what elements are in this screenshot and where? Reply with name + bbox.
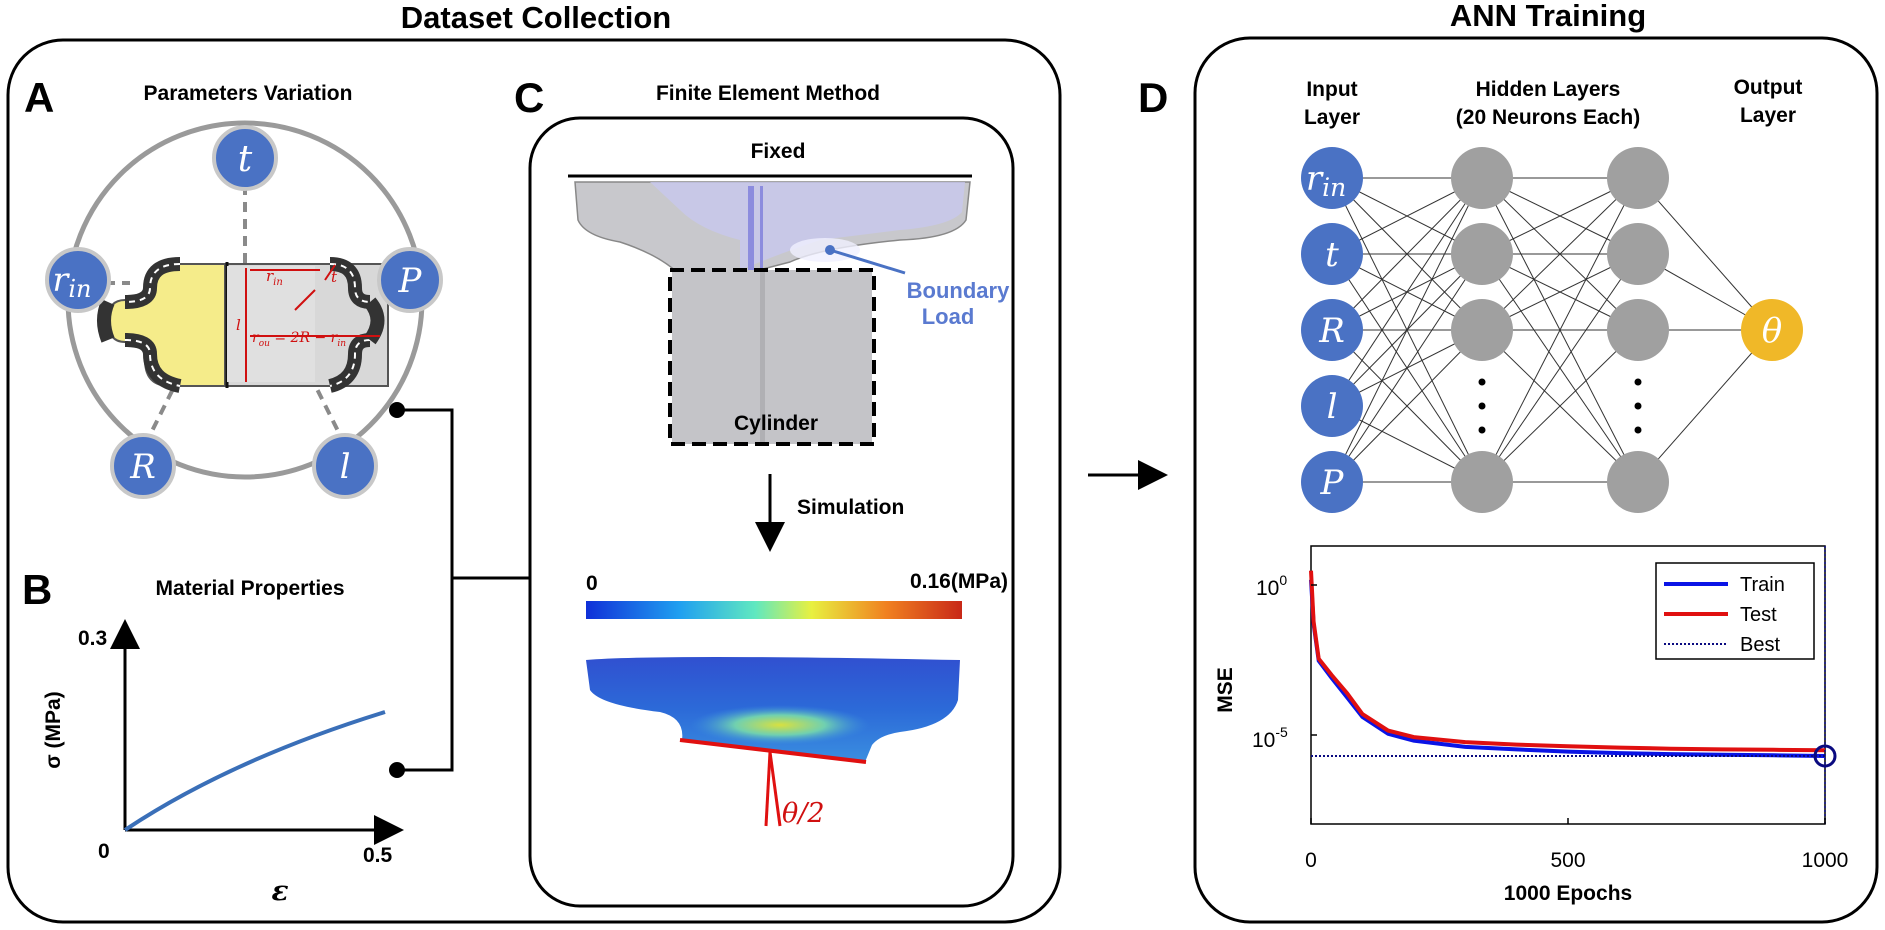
input-node-t: t [1301,223,1363,285]
param-node-r: R [110,433,176,499]
chart-y-label: MSE [1214,667,1237,713]
hidden-node-2-2 [1607,223,1669,285]
ellipsis-dot [1478,378,1486,386]
input-node-label: l [1327,387,1338,427]
svg-text:t: t [238,139,253,180]
actuator-model [574,181,971,446]
angle-label: θ/2 [782,798,825,829]
connector-dot-b [389,762,405,778]
chart-ticks: 0 500 1000 [1305,584,1849,872]
deformed-shape [586,657,960,827]
x-tick-label: 500 [1550,849,1585,872]
chart-legend: Train Test Best [1655,562,1815,660]
b-x-label: ε [271,874,288,907]
hidden-node-2-4 [1607,451,1669,513]
panel-c-title: Finite Element Method [656,82,880,105]
panel-b-label: B [22,566,52,613]
hidden-layers-label-1: Hidden Layers [1476,78,1621,101]
input-node-r-upper: R [1301,299,1363,361]
dim-t: t [331,268,338,286]
ann-connections [1331,177,1773,483]
boundary-load-label: Boundary [907,278,1010,303]
ellipsis-dot [1478,402,1486,410]
hidden-node-1-1 [1451,147,1513,209]
b-y-max-tick: 0.3 [78,627,107,650]
input-node-r-in: rin [1301,147,1363,209]
ann-training-title: ANN Training [1450,0,1646,33]
input-layer-label-2: Layer [1304,106,1360,129]
param-node-t: t [212,125,278,191]
ellipsis-dot [1634,402,1642,410]
ellipsis-dot [1634,378,1642,386]
output-node-theta: θ [1741,299,1803,361]
panel-d-label: D [1138,74,1168,121]
param-node-r-in: rin [45,247,111,313]
svg-text:l: l [340,447,351,487]
legend-train: Train [1740,574,1785,596]
input-node-label: R [1318,311,1345,351]
param-node-l: l [312,433,378,499]
x-tick-label: 0 [1305,849,1317,872]
best-epoch-marker [1813,744,1837,768]
legend-test: Test [1740,604,1777,626]
simulation-label: Simulation [797,496,904,519]
ann-training-box [1193,36,1879,924]
y-tick-1e0: 100 [1256,572,1287,600]
mse-chart: 0 500 1000 MSE 1000 Epochs 100 10-5 Train … [1214,545,1849,905]
cylinder-label: Cylinder [734,412,818,435]
dim-r-ou: rou = 2R − rin [252,330,346,349]
panel-b-title: Material Properties [155,577,344,600]
colorbar [586,601,962,619]
hidden-node-1-3 [1451,299,1513,361]
panel-a-title: Parameters Variation [144,82,353,105]
colorbar-max: 0.16(MPa) [910,570,1008,593]
dim-l: l [236,316,241,334]
hidden-node-1-2 [1451,223,1513,285]
svg-text:rin: rin [53,260,92,303]
param-node-p: P [377,247,443,313]
output-layer-label-1: Output [1734,76,1803,99]
hidden-layers-label-2: (20 Neurons Each) [1456,106,1640,129]
colorbar-min: 0 [586,572,598,595]
panel-c-label: C [514,74,544,121]
hidden-node-1-4 [1451,451,1513,513]
input-node-p: P [1301,451,1363,513]
ab-to-c-connector [397,408,530,772]
chart-x-label: 1000 Epochs [1504,882,1632,905]
dim-r-in: rin [266,267,283,288]
input-node-label: t [1325,235,1339,275]
input-node-l: l [1301,375,1363,437]
series-test-line [1309,570,1826,753]
legend-best: Best [1740,634,1780,656]
fixed-label: Fixed [751,140,806,163]
panel-a-label: A [24,74,54,121]
svg-text:P: P [398,261,423,301]
boundary-load-label-2: Load [922,304,975,329]
y-tick-1e-5: 10-5 [1252,724,1288,752]
chart-series-lines [1309,546,1837,824]
x-tick-label: 1000 [1802,849,1849,872]
output-node-label: θ [1762,311,1782,351]
input-layer-label-1: Input [1306,78,1357,101]
b-origin-tick: 0 [98,840,110,863]
hidden-node-2-1 [1607,147,1669,209]
hidden-node-2-3 [1607,299,1669,361]
input-node-label: P [1320,463,1345,503]
connector-dot-a [389,402,405,418]
fem-box [528,116,1015,908]
ellipsis-dot [1478,426,1486,434]
dataset-collection-title: Dataset Collection [401,0,671,35]
stress-strain-curve [123,710,386,832]
actuator-cross-section [97,257,389,393]
b-x-max-tick: 0.5 [363,844,393,867]
b-y-label: σ (MPa) [42,691,65,768]
ellipsis-dot [1634,426,1642,434]
dataset-collection-box [6,38,1062,924]
output-layer-label-2: Layer [1740,104,1796,127]
svg-text:R: R [129,447,156,487]
